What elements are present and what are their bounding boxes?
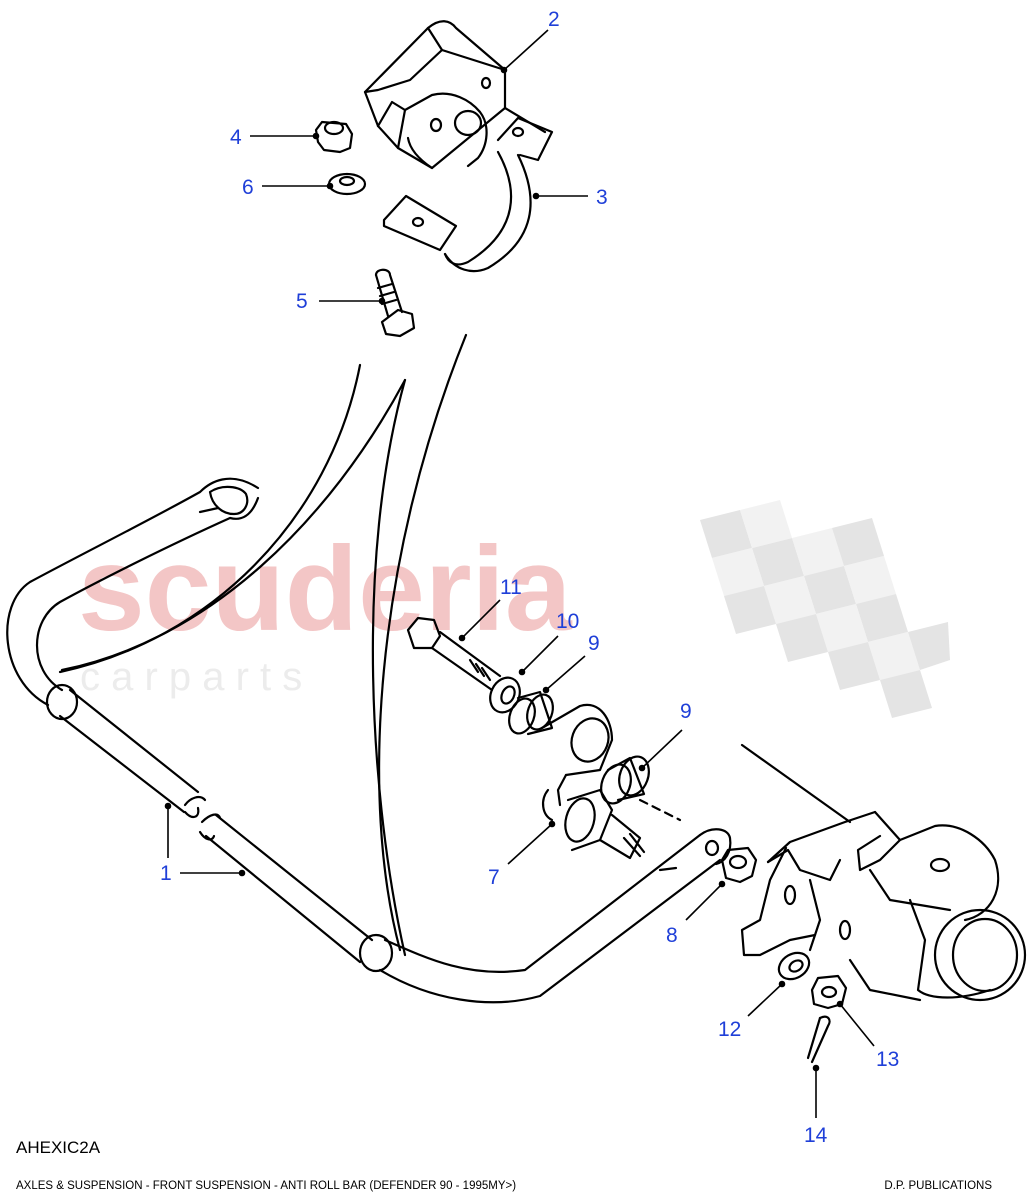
callout-4: 4 (230, 126, 242, 149)
washer-6 (327, 172, 367, 196)
castle-nut-13 (810, 974, 848, 1010)
callout-5: 5 (296, 290, 308, 313)
callout-1: 1 (160, 862, 172, 885)
nyloc-nut-8 (720, 846, 758, 884)
bush-9-upper (508, 690, 554, 736)
anti-roll-bar (6, 333, 732, 1004)
callout-9-lower: 9 (680, 700, 692, 723)
callout-2: 2 (548, 8, 560, 31)
bush-housing (363, 20, 547, 170)
mounting-strap (382, 116, 554, 273)
watermark: scuderia c a r p a r t s (78, 500, 950, 718)
bolt-5 (374, 268, 416, 338)
washer-12 (777, 951, 811, 981)
callout-11: 11 (500, 576, 522, 599)
drop-link (540, 703, 646, 860)
callout-12: 12 (718, 1018, 741, 1041)
axle-bracket (638, 743, 1027, 1002)
nyloc-nut-4 (314, 120, 354, 154)
diagram-code: AHEXIC2A (16, 1138, 101, 1157)
bolt-11 (406, 616, 502, 692)
callout-6: 6 (242, 176, 254, 199)
callout-8: 8 (666, 924, 678, 947)
leader-lines (164, 29, 875, 1118)
callout-7: 7 (488, 866, 500, 889)
watermark-checker-flag (700, 500, 950, 718)
callout-14: 14 (804, 1124, 828, 1147)
watermark-sub: c a r p a r t s (80, 655, 302, 699)
callout-10: 10 (556, 610, 579, 633)
bush-9-lower (600, 755, 650, 805)
publisher-label: D.P. PUBLICATIONS (884, 1180, 992, 1192)
callout-9-upper: 9 (588, 632, 600, 655)
watermark-brand: scuderia (78, 522, 573, 656)
split-pin-14 (806, 1015, 831, 1064)
callout-13: 13 (876, 1048, 899, 1071)
callout-3: 3 (596, 186, 608, 209)
diagram-caption: AXLES & SUSPENSION - FRONT SUSPENSION - … (16, 1180, 517, 1192)
callout-numbers: 1 2 3 4 5 6 7 8 9 9 10 11 12 13 14 (160, 8, 899, 1147)
